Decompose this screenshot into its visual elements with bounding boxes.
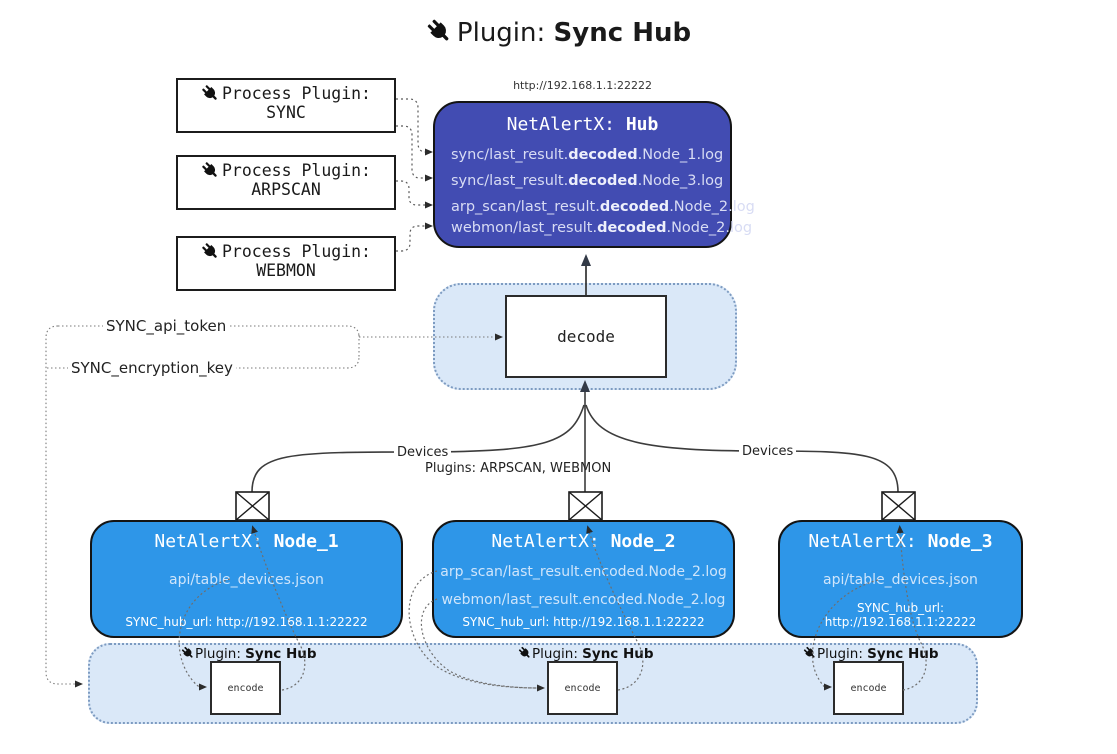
node-title: NetAlertX: Node_2	[491, 531, 676, 552]
sync-api-token-label: SYNC_api_token	[103, 317, 230, 335]
node-hub-url: SYNC_hub_url: http://192.168.1.1:22222	[824, 601, 977, 629]
node-3-box: NetAlertX: Node_3 api/table_devices.json…	[778, 520, 1023, 638]
hub-file-line: sync/last_result.decoded.Node_3.log	[451, 173, 724, 189]
sync-encryption-key-label: SYNC_encryption_key	[68, 359, 236, 377]
node-file: arp_scan/last_result.encoded.Node_2.log	[440, 564, 727, 580]
plug-icon	[517, 645, 533, 661]
band-plugin-label: Plugin: Sync Hub	[180, 645, 317, 662]
link-sync-to-hub-line2	[396, 125, 433, 182]
envelope-icon	[235, 491, 270, 521]
link-arpscan-to-hub-line3	[396, 180, 433, 209]
node-title: NetAlertX: Node_1	[154, 531, 339, 552]
encode-box: encode	[833, 661, 904, 715]
diagram-title: Plugin: Sync Hub	[0, 17, 1117, 48]
node-title: NetAlertX: Node_3	[808, 531, 993, 552]
node-hub-url: SYNC_hub_url: http://192.168.1.1:22222	[462, 615, 705, 629]
plug-icon	[180, 645, 196, 661]
hub-url-label: http://192.168.1.1:22222	[513, 79, 652, 92]
band-plugin-label: Plugin: Sync Hub	[517, 645, 654, 662]
band-plugin-label: Plugin: Sync Hub	[802, 645, 939, 662]
plug-icon	[200, 160, 221, 181]
link-sync-to-hub-line1	[396, 98, 433, 156]
node-file: api/table_devices.json	[823, 572, 978, 588]
link-webmon-to-hub-line4	[396, 222, 433, 252]
process-plugin-name: SYNC	[266, 103, 306, 122]
plug-icon	[802, 645, 818, 661]
devices-label-left: Devices	[394, 445, 452, 460]
hub-file-line: arp_scan/last_result.decoded.Node_2.log	[451, 199, 755, 215]
decode-box: decode	[505, 295, 667, 378]
hub-title: NetAlertX: Hub	[506, 114, 659, 135]
process-plugin-label: Process Plugin:	[221, 242, 371, 261]
plug-icon	[200, 83, 221, 104]
node-file: api/table_devices.json	[169, 572, 324, 588]
process-plugin-label: Process Plugin:	[221, 84, 371, 103]
arrow-keys-to-band	[45, 325, 83, 688]
envelope-icon	[568, 491, 603, 521]
node-hub-url: SYNC_hub_url: http://192.168.1.1:22222	[125, 615, 368, 629]
plug-icon	[200, 241, 221, 262]
process-plugin-box-webmon: Process Plugin: WEBMON	[176, 236, 396, 291]
devices-label-right: Devices	[739, 444, 797, 459]
node-1-box: NetAlertX: Node_1 api/table_devices.json…	[90, 520, 403, 638]
node-file: webmon/last_result.encoded.Node_2.log	[441, 592, 726, 608]
hub-file-line: sync/last_result.decoded.Node_1.log	[451, 147, 724, 163]
encode-box: encode	[210, 661, 281, 715]
process-plugin-box-sync: Process Plugin: SYNC	[176, 78, 396, 133]
plug-icon	[425, 17, 453, 46]
title-name: Sync Hub	[553, 18, 692, 48]
title-prefix: Plugin:	[456, 18, 546, 48]
node-2-box: NetAlertX: Node_2 arp_scan/last_result.e…	[432, 520, 735, 638]
hub-box: NetAlertX: Hub sync/last_result.decoded.…	[433, 101, 755, 248]
hub-file-line: webmon/last_result.decoded.Node_2.log	[451, 220, 753, 236]
encode-box: encode	[547, 661, 618, 715]
process-plugin-name: ARPSCAN	[251, 180, 321, 199]
process-plugin-name: WEBMON	[256, 261, 316, 280]
process-plugin-box-arpscan: Process Plugin: ARPSCAN	[176, 155, 396, 210]
plugins-label: Plugins: ARPSCAN, WEBMON	[425, 461, 612, 476]
envelope-icon	[881, 491, 916, 521]
process-plugin-label: Process Plugin:	[221, 161, 371, 180]
